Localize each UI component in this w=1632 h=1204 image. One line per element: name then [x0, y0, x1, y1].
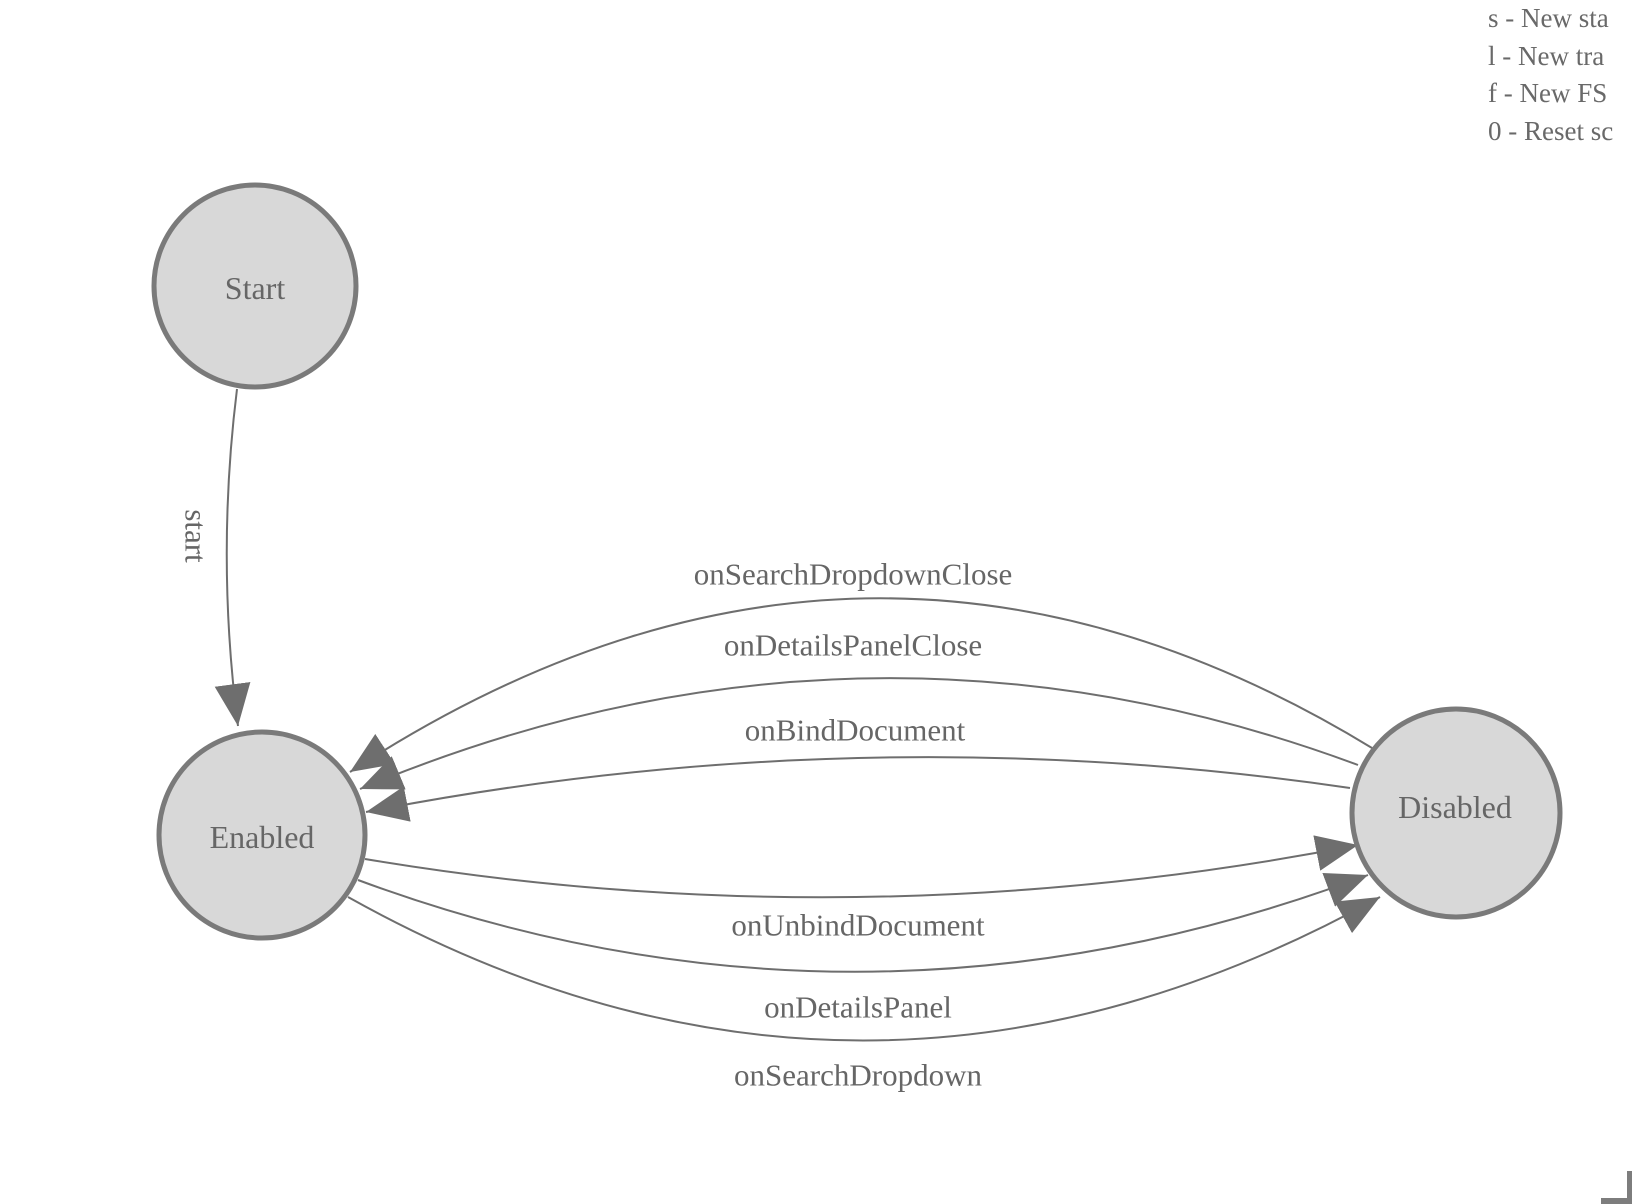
- transition-label-ondetailspanel[interactable]: onDetailsPanel: [764, 990, 952, 1025]
- legend-line-new-state: s - New sta: [1488, 3, 1609, 33]
- state-label-start: Start: [225, 270, 286, 306]
- transition-edge-onsearchdropdownclose[interactable]: [349, 597, 1373, 773]
- transition-labels: start onSearchDropdownClose onDetailsPan…: [179, 509, 1013, 1092]
- transition-edge-onsearchdropdown[interactable]: [347, 896, 1381, 1042]
- transition-edge-onbinddocument[interactable]: [365, 756, 1351, 822]
- transition-edge-ondetailspanelclose[interactable]: [359, 677, 1359, 790]
- legend-line-reset: 0 - Reset sc: [1488, 116, 1613, 146]
- state-node-start[interactable]: Start: [151, 182, 359, 390]
- state-circle-start[interactable]: [151, 182, 359, 390]
- state-label-disabled: Disabled: [1398, 789, 1512, 825]
- state-node-disabled[interactable]: Disabled: [1349, 706, 1563, 920]
- transition-label-onsearchdropdownclose[interactable]: onSearchDropdownClose: [694, 557, 1013, 592]
- legend-line-new-fsm: f - New FS: [1488, 78, 1607, 108]
- transition-label-ondetailspanelclose[interactable]: onDetailsPanelClose: [724, 628, 982, 663]
- corner-bracket-vertical: [1627, 1171, 1632, 1204]
- canvas-corner-bracket: [1601, 1171, 1632, 1204]
- legend-line-new-transition: l - New tra: [1488, 41, 1604, 71]
- state-circle-enabled[interactable]: [156, 729, 368, 941]
- state-node-enabled[interactable]: Enabled: [156, 729, 368, 941]
- transition-edge-start[interactable]: [214, 388, 251, 727]
- transition-label-onbinddocument[interactable]: onBindDocument: [745, 713, 966, 748]
- transition-label-onsearchdropdown[interactable]: onSearchDropdown: [734, 1058, 982, 1093]
- transition-edge-ondetailspanel[interactable]: [357, 872, 1369, 973]
- state-label-enabled: Enabled: [210, 819, 315, 855]
- transition-label-start[interactable]: start: [179, 509, 214, 563]
- shortcut-legend: s - New sta l - New tra f - New FS 0 - R…: [1488, 3, 1613, 146]
- corner-bracket-horizontal: [1601, 1198, 1632, 1204]
- transition-label-onunbinddocument[interactable]: onUnbindDocument: [731, 908, 985, 943]
- transition-edge-onunbinddocument[interactable]: [364, 835, 1359, 899]
- transition-edges: [214, 388, 1381, 1042]
- state-circle-disabled[interactable]: [1349, 706, 1563, 920]
